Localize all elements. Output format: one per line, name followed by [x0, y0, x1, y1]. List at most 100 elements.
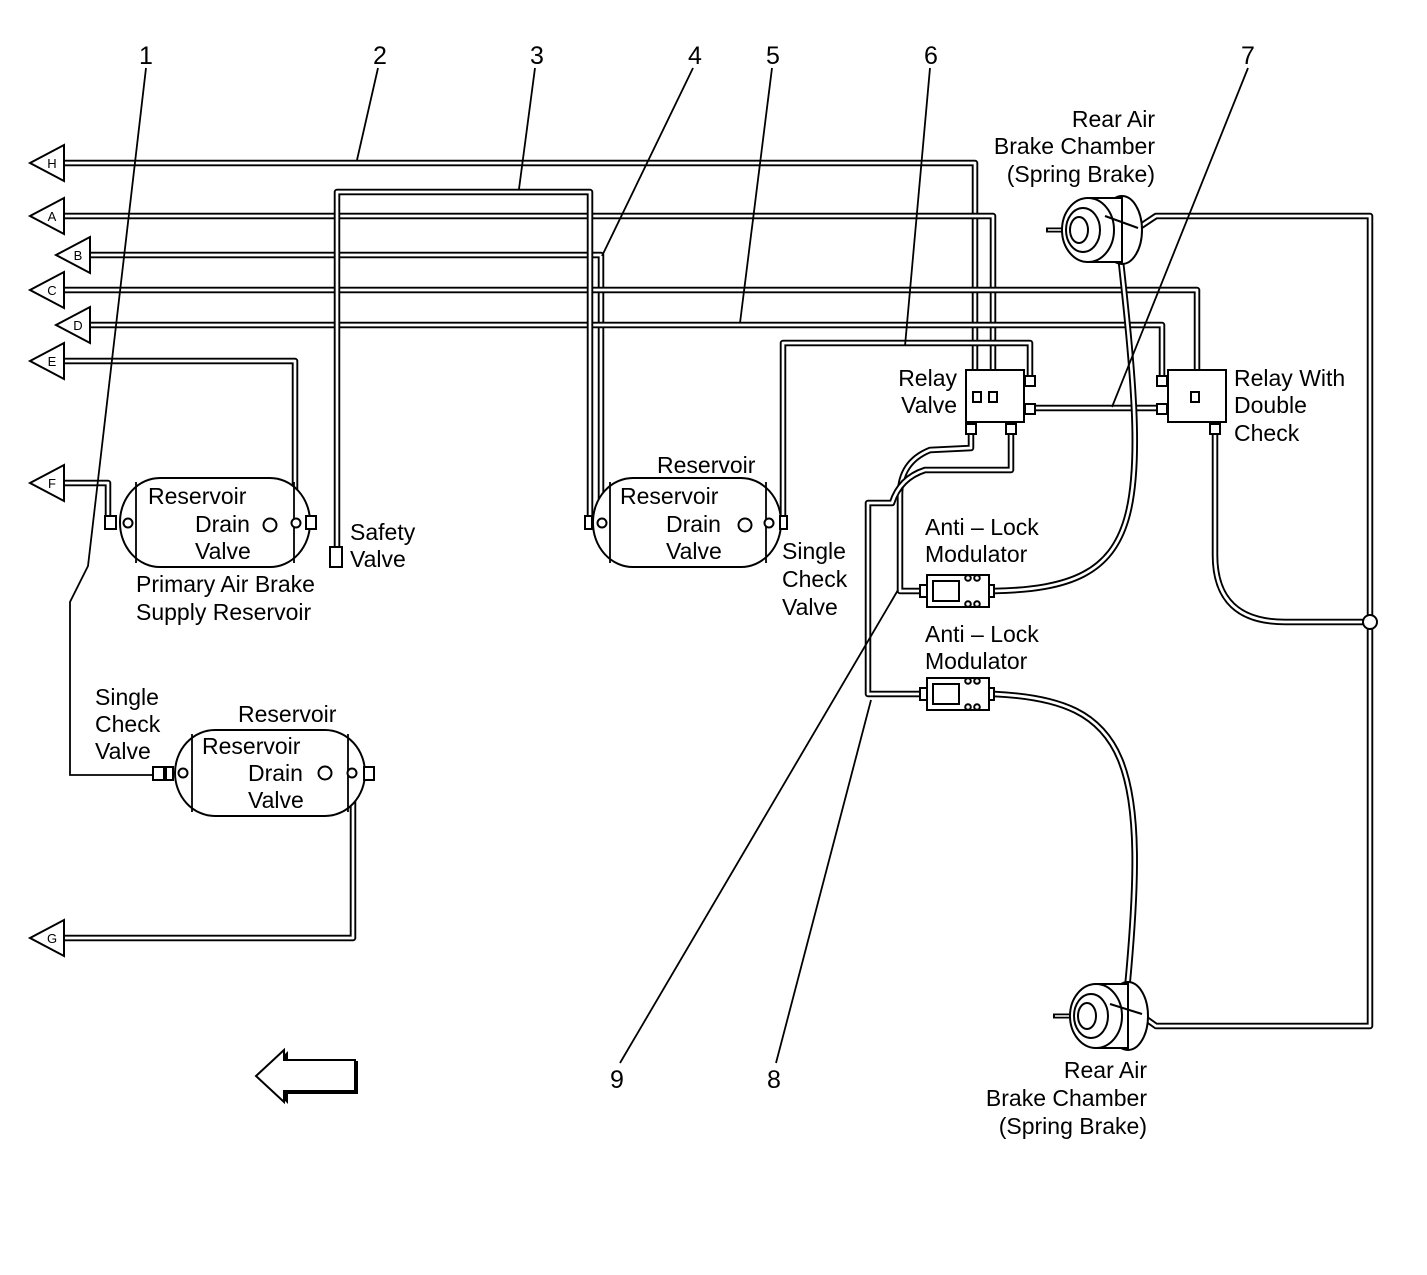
connector-c: C — [27, 270, 65, 310]
pipe-e-core — [62, 359, 297, 523]
rear-chamber-bottom-line-2: Brake Chamber — [986, 1085, 1147, 1111]
svg-text:G: G — [47, 931, 57, 946]
connector-d: D — [53, 305, 91, 345]
callout-9: 9 — [610, 1066, 624, 1094]
rear-chamber-bottom-line-3: (Spring Brake) — [999, 1113, 1147, 1139]
drain-valve-icon — [317, 765, 333, 781]
relay-valve-line-2: Valve — [901, 392, 957, 418]
single-check-left-1: Single — [95, 684, 159, 710]
port — [290, 517, 302, 529]
callout-2: 2 — [373, 42, 387, 70]
abs-lower-line-1: Anti – Lock — [925, 621, 1039, 647]
connector-e: E — [27, 341, 65, 381]
leader-lines — [69, 67, 1249, 1064]
safety-valve-icon — [329, 546, 343, 568]
drain-valve-icon — [262, 517, 278, 533]
svg-text:C: C — [47, 283, 56, 298]
fitting — [104, 515, 117, 530]
safety-valve-line-2: Valve — [350, 546, 406, 572]
svg-text:A: A — [48, 209, 57, 224]
port — [122, 517, 134, 529]
connectors: H A B C D E F G — [27, 143, 91, 958]
single-check-valve-icon — [779, 515, 788, 530]
reservoir-center-title: Reservoir — [657, 452, 756, 478]
svg-text:D: D — [73, 318, 82, 333]
pipe-abs-upper-to-chamber-core — [992, 233, 1137, 593]
relay-double-check-line-2: Double — [1234, 392, 1307, 418]
pipe-rdc-to-tee-core — [1213, 432, 1372, 624]
reservoir-left-inner-2: Drain — [248, 760, 303, 786]
callout-5: 5 — [766, 42, 780, 70]
connector-g: G — [27, 918, 65, 958]
pipe-h-core — [62, 161, 977, 400]
svg-text:F: F — [48, 476, 56, 491]
fitting — [305, 515, 317, 530]
rear-chamber-top-line-3: (Spring Brake) — [1007, 161, 1155, 187]
single-check-center-2: Check — [782, 566, 848, 592]
primary-reservoir — [104, 477, 343, 568]
single-check-left-2: Check — [95, 711, 161, 737]
relay-double-check-line-3: Check — [1234, 420, 1300, 446]
component-labels: Rear Air Brake Chamber (Spring Brake) Re… — [95, 106, 1345, 1139]
reservoir-center-inner-1: Reservoir — [620, 483, 719, 509]
pipe-d-core — [88, 323, 1164, 383]
callout-7: 7 — [1241, 42, 1255, 70]
single-check-valve-icon — [152, 766, 165, 781]
primary-caption-1: Primary Air Brake — [136, 571, 315, 597]
primary-inner-1: Reservoir — [148, 483, 247, 509]
relay-valve-line-1: Relay — [898, 365, 957, 391]
abs-modulator-lower — [919, 677, 995, 711]
reservoir-left-title: Reservoir — [238, 701, 337, 727]
center-reservoir — [584, 477, 788, 568]
pipe-a-core — [62, 214, 995, 400]
pipe-f — [60, 479, 112, 525]
connector-b: B — [53, 235, 91, 275]
fitting — [363, 766, 375, 781]
pipe-relay-to-abs-upper-core — [898, 432, 973, 593]
port — [346, 767, 358, 779]
relay-double-check-line-1: Relay With — [1234, 365, 1345, 391]
pipe-g-core — [62, 774, 355, 940]
pipe-3-core — [335, 190, 592, 555]
pipe-3 — [333, 188, 594, 557]
callout-6: 6 — [924, 42, 938, 70]
abs-upper-line-1: Anti – Lock — [925, 514, 1039, 540]
primary-caption-2: Supply Reservoir — [136, 599, 311, 625]
single-check-center-1: Single — [782, 538, 846, 564]
pipe-6-core — [781, 341, 1032, 523]
svg-text:B: B — [74, 248, 83, 263]
callout-8: 8 — [767, 1066, 781, 1094]
pipe-rdc-to-tee — [1211, 430, 1374, 626]
callout-3: 3 — [530, 42, 544, 70]
single-check-center-3: Valve — [782, 594, 838, 620]
pipe-relay-to-abs-lower-core — [866, 432, 1013, 696]
fitting — [584, 515, 593, 530]
pipe-network — [60, 159, 1374, 1030]
rear-chamber-top-line-2: Brake Chamber — [994, 133, 1155, 159]
connector-f: F — [27, 463, 65, 503]
pipe-abs-lower-to-chamber-core — [992, 692, 1137, 1002]
rear-chamber-top-line-1: Rear Air — [1072, 106, 1155, 132]
callout-4: 4 — [688, 42, 702, 70]
abs-upper-line-2: Modulator — [925, 541, 1028, 567]
port — [763, 517, 775, 529]
single-check-left-3: Valve — [95, 738, 151, 764]
reservoir-left-inner-3: Valve — [248, 787, 304, 813]
pipe-abs-lower-to-chamber — [990, 690, 1138, 1004]
connector-h: H — [27, 143, 65, 183]
left-arrow-icon — [254, 1047, 358, 1105]
reservoir-left-inner-1: Reservoir — [202, 733, 301, 759]
port — [177, 767, 189, 779]
tee-fitting — [1362, 614, 1378, 630]
pipe-c-core — [62, 288, 1199, 400]
connector-a: A — [27, 196, 65, 236]
primary-inner-2: Drain — [195, 511, 250, 537]
abs-lower-line-2: Modulator — [925, 648, 1028, 674]
drain-valve-icon — [737, 517, 753, 533]
rear-brake-chamber-top — [1046, 195, 1143, 265]
pipe-f-core — [62, 481, 110, 523]
callout-numbers: 1 2 3 4 5 6 7 8 9 — [139, 42, 1255, 1094]
fitting — [165, 766, 174, 781]
safety-valve-line-1: Safety — [350, 519, 416, 545]
